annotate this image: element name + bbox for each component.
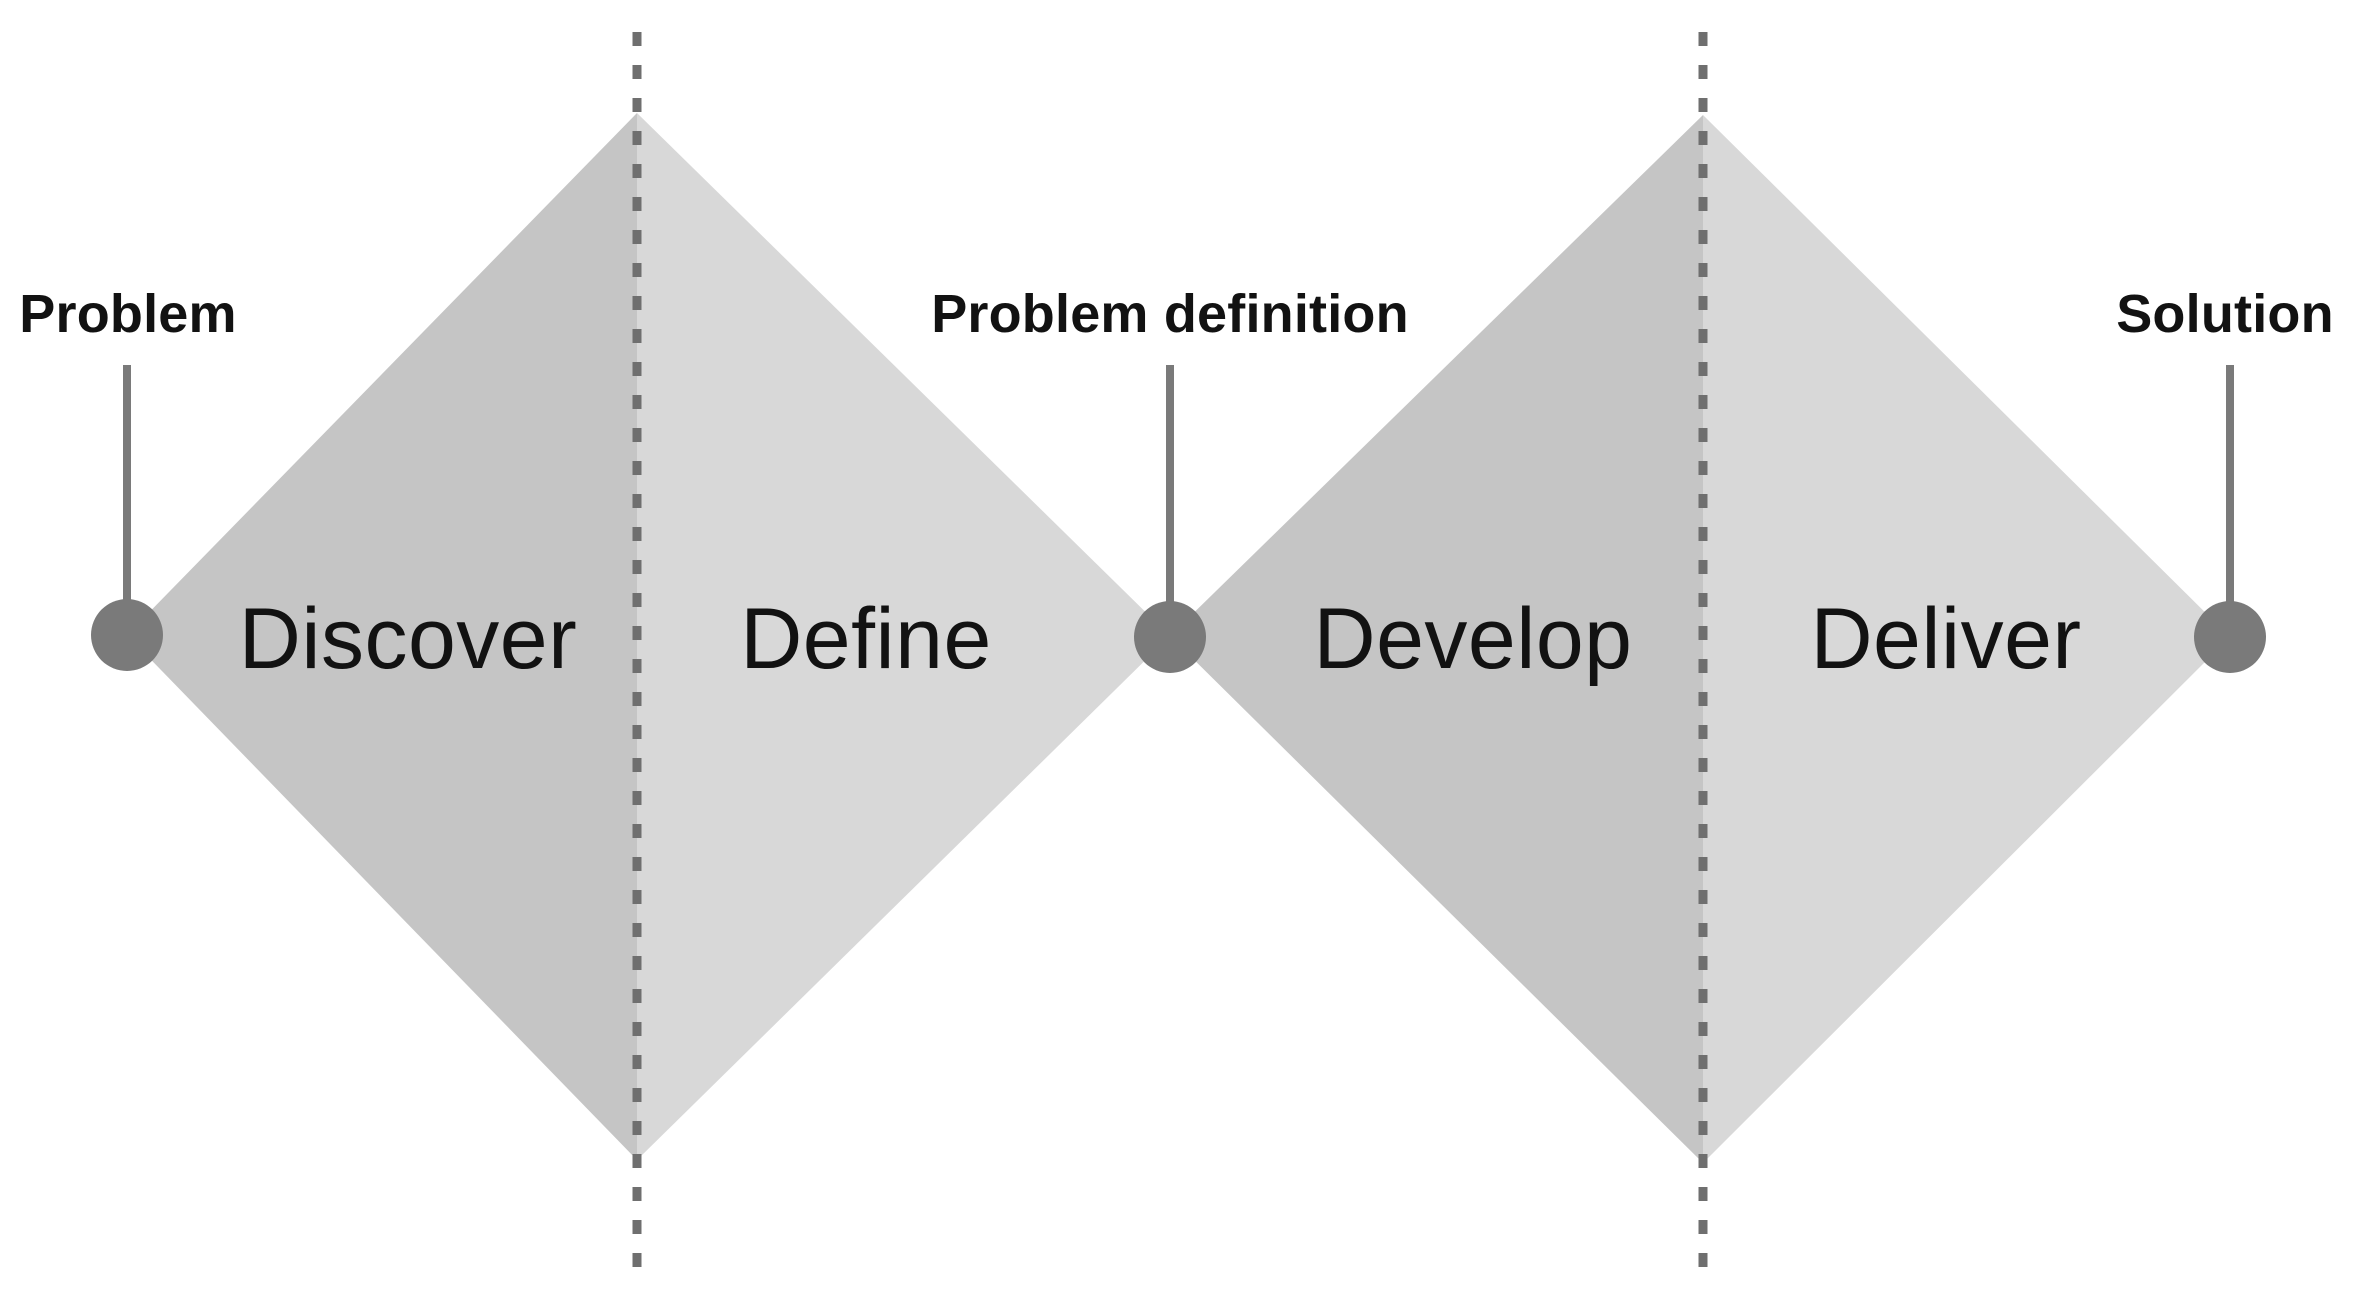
solution-marker-dot	[2194, 601, 2266, 673]
problem-definition-label: Problem definition	[931, 284, 1409, 344]
solution-label: Solution	[2116, 284, 2334, 344]
deliver-phase-label: Deliver	[1810, 591, 2081, 687]
problem-marker-dot	[91, 599, 163, 671]
develop-phase-shape	[1170, 115, 1703, 1163]
discover-phase-label: Discover	[239, 591, 578, 687]
develop-phase-label: Develop	[1313, 591, 1632, 687]
define-phase-shape	[637, 113, 1170, 1160]
discover-phase-shape	[127, 113, 637, 1160]
define-phase-label: Define	[740, 591, 992, 687]
problem-definition-marker-dot	[1134, 601, 1206, 673]
deliver-phase-shape	[1703, 115, 2230, 1163]
problem-label: Problem	[19, 284, 236, 344]
